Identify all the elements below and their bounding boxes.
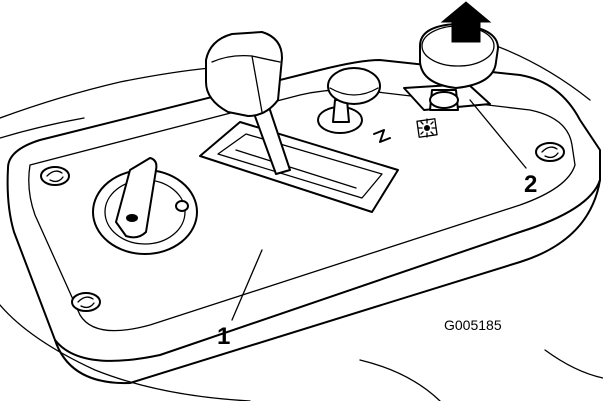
pull-up-arrow-icon — [440, 1, 492, 43]
pto-control — [403, 1, 499, 138]
choke-control — [317, 67, 391, 143]
callout-1-label: 1 — [217, 323, 230, 350]
callout-2-label: 2 — [524, 171, 537, 198]
lever-gate-plate — [199, 121, 399, 213]
ignition-switch — [92, 157, 198, 255]
callout-1-leader — [231, 249, 263, 321]
mounting-screw-bottom-left — [71, 292, 101, 312]
mounting-screw-right — [535, 142, 565, 162]
pto-engage-icon — [416, 118, 438, 138]
choke-knob — [327, 67, 381, 105]
throttle-lever-assembly — [199, 31, 399, 213]
switch-indicator-dot — [175, 200, 189, 212]
lever-knob — [205, 31, 283, 117]
figure-id-label: G005185 — [444, 317, 502, 333]
callout-2-leader — [469, 99, 527, 169]
choke-symbol-icon — [373, 129, 391, 143]
mounting-screw-top-left — [40, 166, 70, 186]
console-panel-edge — [54, 179, 601, 385]
